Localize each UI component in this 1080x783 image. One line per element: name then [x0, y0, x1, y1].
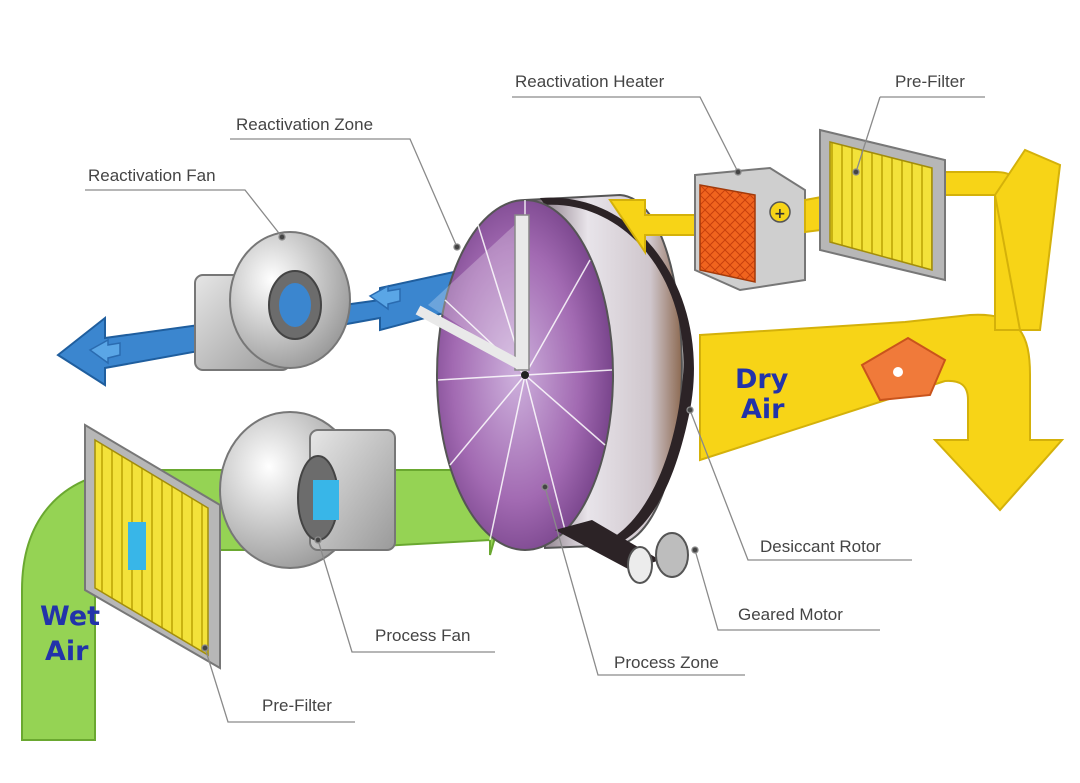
dry-air-stream — [699, 148, 1065, 512]
wet-air-text-line1: Wet — [40, 601, 100, 632]
dry-air-text-line2: Air — [741, 394, 785, 425]
dry-air-arrow-icon — [860, 336, 947, 402]
process-fan — [219, 411, 396, 569]
label-geared-motor: Geared Motor — [738, 605, 843, 624]
pre-filter-bottom — [84, 423, 221, 670]
label-process-zone: Process Zone — [614, 653, 719, 672]
reactivation-fan — [194, 231, 351, 371]
svg-text:+: + — [774, 206, 786, 222]
wet-air-text-line2: Air — [45, 636, 89, 667]
label-desiccant-rotor: Desiccant Rotor — [760, 537, 881, 556]
label-reactivation-heater: Reactivation Heater — [515, 72, 665, 91]
geared-motor — [555, 520, 689, 584]
reactivation-heater: + — [608, 166, 806, 292]
label-pre-filter-bottom: Pre-Filter — [262, 696, 332, 715]
dry-air-text-line1: Dry — [735, 364, 789, 395]
desiccant-rotor — [415, 193, 694, 551]
leader-lines — [85, 96, 985, 723]
pre-filter-top — [819, 128, 946, 282]
label-pre-filter-top: Pre-Filter — [895, 72, 965, 91]
label-reactivation-zone: Reactivation Zone — [236, 115, 374, 134]
exhaust-arrow-icon — [88, 284, 401, 365]
label-process-fan: Process Fan — [375, 626, 471, 645]
label-reactivation-fan: Reactivation Fan — [88, 166, 216, 185]
